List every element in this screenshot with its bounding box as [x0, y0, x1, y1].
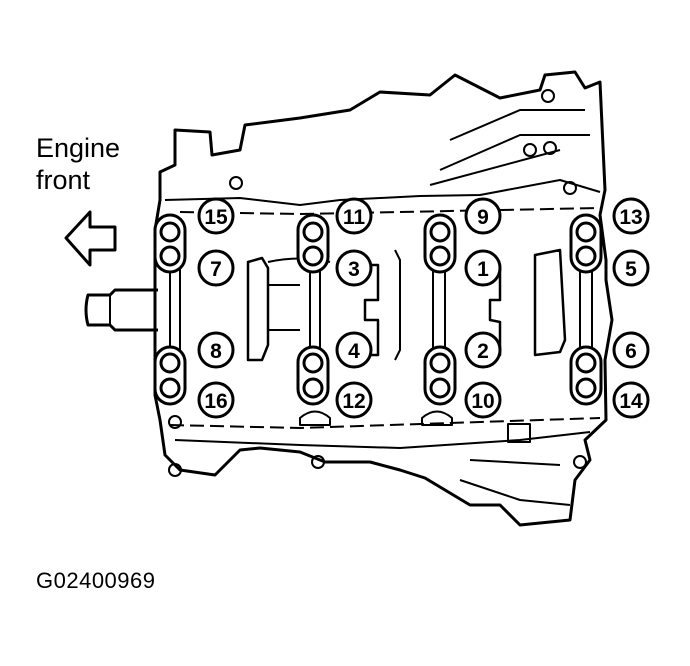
sequence-13: 13	[612, 197, 650, 235]
sequence-5: 5	[612, 249, 650, 287]
sequence-16-text: 16	[204, 390, 227, 413]
sequence-16: 16	[197, 381, 235, 419]
engine-front-line2: front	[36, 165, 91, 195]
cylinder-block	[84, 70, 614, 527]
sequence-6-text: 6	[625, 340, 637, 363]
sequence-8-text: 8	[210, 340, 222, 363]
sequence-2-text: 2	[477, 340, 489, 363]
arrow-left-icon	[64, 210, 117, 267]
sequence-6: 6	[612, 331, 650, 369]
sequence-3: 3	[335, 249, 373, 287]
sequence-1: 1	[464, 249, 502, 287]
sequence-9-text: 9	[477, 206, 489, 229]
sequence-10: 10	[464, 381, 502, 419]
sequence-4: 4	[335, 331, 373, 369]
figure-code: G02400969	[36, 568, 156, 593]
sequence-12-text: 12	[342, 390, 365, 413]
sequence-14-text: 14	[619, 390, 643, 413]
sequence-12: 12	[335, 381, 373, 419]
sequence-15: 15	[197, 197, 235, 235]
bolt-holes	[153, 213, 603, 406]
sequence-1-text: 1	[477, 258, 489, 281]
sequence-13-text: 13	[619, 206, 642, 229]
sequence-10-text: 10	[471, 390, 494, 413]
sequence-11-text: 11	[343, 206, 366, 229]
sequence-15-text: 15	[204, 206, 228, 229]
sequence-11: 11	[335, 197, 373, 235]
sequence-2: 2	[464, 331, 502, 369]
sequence-7-text: 7	[210, 258, 222, 281]
sequence-3-text: 3	[348, 258, 360, 281]
sequence-7: 7	[197, 249, 235, 287]
sequence-14: 14	[612, 381, 650, 419]
sequence-4-text: 4	[348, 340, 360, 363]
sequence-8: 8	[197, 331, 235, 369]
engine-front-line1: Engine	[36, 133, 121, 163]
engine-front-label: Engine front	[36, 132, 120, 196]
sequence-numbers: 15 7 8 16 11 3 4 12 9 1 2 10 13 5 6 14	[197, 197, 650, 419]
sequence-9: 9	[464, 197, 502, 235]
sequence-5-text: 5	[625, 258, 637, 281]
